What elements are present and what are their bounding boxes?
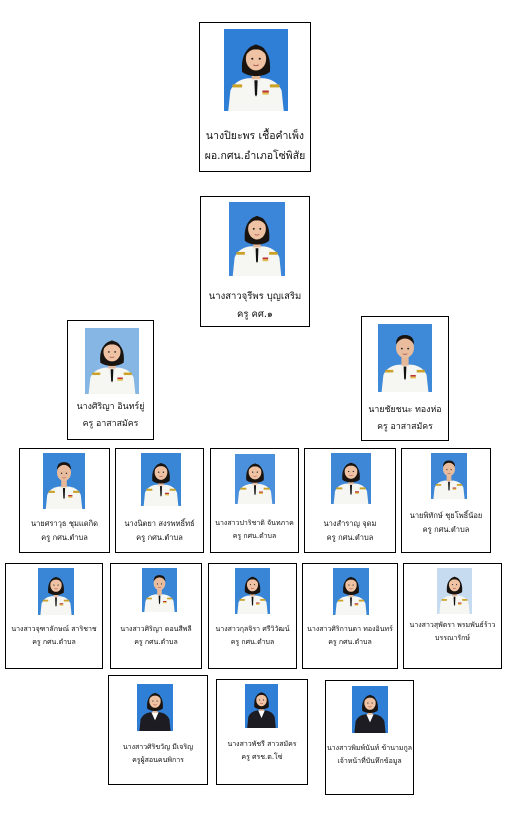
staff-caption: นางสาวจุฑาลักษณ์ สาริชาชครู กศน.ตำบล — [6, 623, 102, 650]
staff-role: ครู กศน.ตำบล — [41, 533, 88, 543]
staff-photo — [142, 568, 177, 612]
staff-photo — [229, 202, 285, 276]
staff-name: นางนิตยา สงรพทธิ์ทธ์ — [124, 519, 195, 528]
staff-caption: นางสาวศิริขวัญ มีเจริญครูผู้สอนคนพิการ — [109, 741, 207, 768]
staff-role: ครู กศน.ตำบล — [328, 638, 372, 647]
staff-caption: นางสาวศิริญา ดอนสีพลีครู กศน.ตำบล — [111, 623, 201, 650]
staff-name: นางสำราญ จุดม — [323, 519, 377, 528]
staff-role: ครู คศ.๑ — [237, 309, 273, 321]
staff-photo — [333, 568, 369, 615]
staff-name: นางสาวศิริญา ดอนสีพลี — [120, 625, 192, 633]
staff-role: ครู กศน.ตำบล — [32, 638, 76, 647]
staff-photo — [38, 568, 74, 615]
staff-role: ครู กศน.ตำบล — [134, 638, 178, 647]
staff-photo — [141, 453, 181, 506]
staff-role: ครู อาสาสมัคร — [82, 418, 139, 429]
staff-card: นางสาวศิริกานดา ทองอินทร์ครู กศน.ตำบล — [302, 563, 398, 669]
staff-card: นายชัยชนะ ทองห่อครู อาสาสมัคร — [361, 316, 449, 441]
staff-caption: นางสาวปาริชาติ จันทภาคครู กศน.ตำบล — [211, 517, 298, 544]
staff-photo — [437, 568, 472, 614]
staff-role: ครู กศน.ตำบล — [136, 533, 183, 543]
staff-caption: นางศิริญา อินทร์ยู่ครู อาสาสมัคร — [68, 399, 153, 432]
staff-photo — [331, 453, 371, 504]
staff-caption: นางสาวสุพัตรา พรมพันธ์ร้าวบรรณารักษ์ — [404, 619, 501, 646]
staff-name: นางสาวพัชรี สาวสมัคร — [227, 740, 297, 748]
staff-photo — [85, 328, 139, 394]
staff-caption: นางสาวพัชรี สาวสมัครครู ศรช.ต.โซ่ — [217, 738, 307, 765]
staff-name: นางสาวจุฑาลักษณ์ สาริชาช — [11, 625, 97, 633]
staff-name: นางสาวศิริกานดา ทองอินทร์ — [307, 625, 393, 633]
staff-card: นายศราวุธ ชุมแดกิดครู กศน.ตำบล — [19, 448, 110, 553]
staff-card: นายพิทักษ์ ชุยโพธิ์น้อยครู กศน.ตำบล — [401, 448, 491, 553]
staff-name: นายชัยชนะ ทองห่อ — [368, 405, 442, 415]
staff-role: ครู ศรช.ต.โซ่ — [241, 753, 283, 762]
staff-caption: นางสาวจุรีพร บุญเสริมครู คศ.๑ — [201, 288, 309, 324]
staff-card: นางสาวศิริญา ดอนสีพลีครู กศน.ตำบล — [110, 563, 202, 669]
staff-name: นางสาวศิริขวัญ มีเจริญ — [122, 743, 194, 751]
staff-name: นางศิริญา อินทร์ยู่ — [76, 402, 145, 412]
staff-card: นางสาวปาริชาติ จันทภาคครู กศน.ตำบล — [210, 448, 299, 553]
staff-role: บรรณารักษ์ — [435, 634, 470, 643]
staff-caption: นางสาวกุลจิรา ศรีวิวัฒน์ครู กศน.ตำบล — [209, 623, 296, 650]
staff-role: ครู อาสาสมัคร — [377, 421, 433, 432]
staff-photo — [235, 454, 275, 504]
staff-caption: นายศราวุธ ชุมแดกิดครู กศน.ตำบล — [20, 517, 109, 546]
staff-role: ครู กศน.ตำบล — [230, 638, 275, 647]
staff-name: นางสาวพิมพ์นันท์ ข้านามกูล — [326, 744, 413, 752]
staff-card: นางสาวจุฑาลักษณ์ สาริชาชครู กศน.ตำบล — [5, 563, 103, 669]
staff-card: นางสาวพัชรี สาวสมัครครู ศรช.ต.โซ่ — [216, 679, 308, 785]
staff-role: ครู กศน.ตำบล — [232, 532, 277, 541]
staff-caption: นางนิตยา สงรพทธิ์ทธ์ครู กศน.ตำบล — [116, 517, 203, 546]
staff-caption: นางสาวศิริกานดา ทองอินทร์ครู กศน.ตำบล — [303, 623, 397, 650]
staff-card: นางสาวสุพัตรา พรมพันธ์ร้าวบรรณารักษ์ — [403, 563, 502, 669]
staff-name: นางสาวสุพัตรา พรมพันธ์ร้าว — [409, 621, 496, 629]
staff-role: ครู กศน.ตำบล — [422, 525, 470, 535]
staff-card: นางสาวศิริขวัญ มีเจริญครูผู้สอนคนพิการ — [108, 675, 208, 785]
staff-name: นายศราวุธ ชุมแดกิด — [30, 519, 99, 528]
staff-card: นางสำราญ จุดมครู กศน.ตำบล — [304, 448, 396, 553]
staff-name: นางสาวจุรีพร บุญเสริม — [208, 291, 302, 302]
staff-photo — [235, 568, 270, 614]
staff-card: นางศิริญา อินทร์ยู่ครู อาสาสมัคร — [67, 320, 154, 440]
staff-photo — [43, 453, 85, 509]
staff-photo — [431, 453, 467, 499]
staff-caption: นางปิยะพร เชื้อคำเพ็งผอ.กศน.อำเภอโซ่พิสั… — [200, 127, 310, 167]
staff-card: นางสาวกุลจิรา ศรีวิวัฒน์ครู กศน.ตำบล — [208, 563, 297, 669]
staff-role: ครูผู้สอนคนพิการ — [132, 756, 184, 765]
staff-caption: นายชัยชนะ ทองห่อครู อาสาสมัคร — [362, 402, 448, 435]
staff-card: นางสาวพิมพ์นันท์ ข้านามกูลเจ้าหน้าที่บัน… — [325, 680, 414, 795]
staff-photo — [137, 684, 173, 731]
staff-role: ผอ.กศน.อำเภอโซ่พิสัย — [204, 149, 306, 162]
staff-photo — [224, 29, 288, 111]
staff-name: นางปิยะพร เชื้อคำเพ็ง — [205, 130, 305, 142]
staff-name: นางสาวกุลจิรา ศรีวิวัฒน์ — [215, 625, 290, 633]
staff-card: นางปิยะพร เชื้อคำเพ็งผอ.กศน.อำเภอโซ่พิสั… — [199, 22, 311, 172]
staff-photo — [245, 684, 278, 728]
staff-photo — [378, 324, 432, 392]
staff-caption: นางสำราญ จุดมครู กศน.ตำบล — [305, 517, 395, 546]
staff-card: นางนิตยา สงรพทธิ์ทธ์ครู กศน.ตำบล — [115, 448, 204, 553]
staff-name: นายพิทักษ์ ชุยโพธิ์น้อย — [409, 511, 483, 520]
staff-role: เจ้าหน้าที่บันทึกข้อมูล — [337, 757, 402, 766]
staff-caption: นางสาวพิมพ์นันท์ ข้านามกูลเจ้าหน้าที่บัน… — [326, 742, 413, 769]
staff-caption: นายพิทักษ์ ชุยโพธิ์น้อยครู กศน.ตำบล — [402, 509, 490, 538]
staff-name: นางสาวปาริชาติ จันทภาค — [215, 519, 294, 527]
staff-photo — [352, 686, 388, 733]
staff-role: ครู กศน.ตำบล — [326, 533, 374, 543]
staff-card: นางสาวจุรีพร บุญเสริมครู คศ.๑ — [200, 196, 310, 327]
